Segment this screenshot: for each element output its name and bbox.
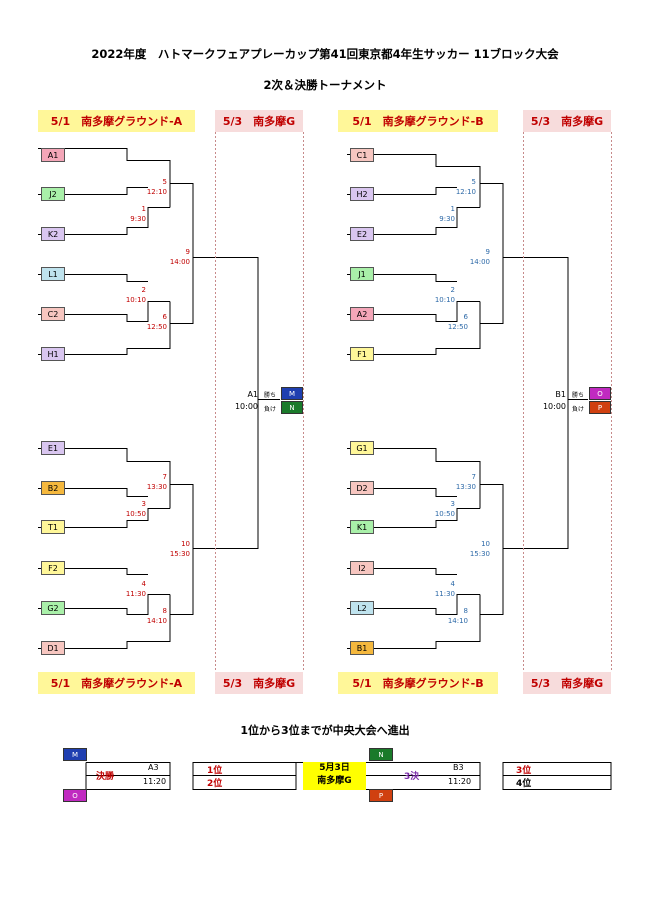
- third-bottom-team: P: [369, 789, 393, 802]
- footer-ground-b: 5/1 南多摩グラウンド-B: [338, 672, 498, 694]
- final-bottom-team: O: [63, 789, 87, 802]
- team-f2: F2: [41, 561, 65, 575]
- final-code: A3: [148, 763, 159, 772]
- team-c2: C2: [41, 307, 65, 321]
- team-j2: J2: [41, 187, 65, 201]
- place-3: 3位: [516, 766, 532, 776]
- team-t1: T1: [41, 520, 65, 534]
- team-h2: H2: [350, 187, 374, 201]
- team-d1: D1: [41, 641, 65, 655]
- team-f1: F1: [350, 347, 374, 361]
- team-d2: D2: [350, 481, 374, 495]
- page-title: 2022年度 ハトマークフェアプレーカップ第41回東京都4年生サッカー 11ブロ…: [91, 47, 559, 61]
- place-4: 4位: [516, 779, 532, 789]
- final-b-win-label: 勝ち: [572, 392, 585, 399]
- footer-final-a: 5/3 南多摩G: [215, 672, 303, 694]
- place-2: 2位: [207, 779, 223, 789]
- team-b2: B2: [41, 481, 65, 495]
- final-a-winner: M: [281, 387, 303, 400]
- final-b-winner: O: [589, 387, 611, 400]
- date-venue-cell: 5月3日 南多摩G: [303, 762, 366, 790]
- team-e1: E1: [41, 441, 65, 455]
- team-k2: K2: [41, 227, 65, 241]
- final-a-loser: N: [281, 401, 303, 414]
- header-final-b: 5/3 南多摩G: [523, 110, 611, 132]
- header-final-a: 5/3 南多摩G: [215, 110, 303, 132]
- footer-final-b: 5/3 南多摩G: [523, 672, 611, 694]
- team-b1: B1: [350, 641, 374, 655]
- third-code: B3: [453, 763, 464, 772]
- final-b-loser: P: [589, 401, 611, 414]
- team-k1: K1: [350, 520, 374, 534]
- team-a2: A2: [350, 307, 374, 321]
- place-1: 1位: [207, 766, 223, 776]
- final-time: 11:20: [143, 777, 167, 786]
- team-a1: A1: [41, 148, 65, 162]
- page-subtitle: 2次＆決勝トーナメント: [263, 78, 387, 92]
- date: 5月3日: [319, 763, 350, 773]
- third-label: 3決: [404, 772, 420, 782]
- team-g2: G2: [41, 601, 65, 615]
- team-l1: L1: [41, 267, 65, 281]
- final-label: 決勝: [96, 772, 115, 782]
- header-ground-b: 5/1 南多摩グラウンド-B: [338, 110, 498, 132]
- final-top-team: M: [63, 748, 87, 761]
- final-b-lose-label: 負け: [572, 406, 585, 413]
- team-h1: H1: [41, 347, 65, 361]
- team-g1: G1: [350, 441, 374, 455]
- team-e2: E2: [350, 227, 374, 241]
- advance-heading: 1位から3位までが中央大会へ進出: [240, 724, 410, 737]
- team-i2: I2: [350, 561, 374, 575]
- footer-ground-a: 5/1 南多摩グラウンド-A: [38, 672, 195, 694]
- third-top-team: N: [369, 748, 393, 761]
- venue: 南多摩G: [317, 776, 352, 786]
- team-c1: C1: [350, 148, 374, 162]
- final-a-win-label: 勝ち: [264, 392, 277, 399]
- header-ground-a: 5/1 南多摩グラウンド-A: [38, 110, 195, 132]
- team-j1: J1: [350, 267, 374, 281]
- final-a-lose-label: 負け: [264, 406, 277, 413]
- team-l2: L2: [350, 601, 374, 615]
- third-time: 11:20: [448, 777, 472, 786]
